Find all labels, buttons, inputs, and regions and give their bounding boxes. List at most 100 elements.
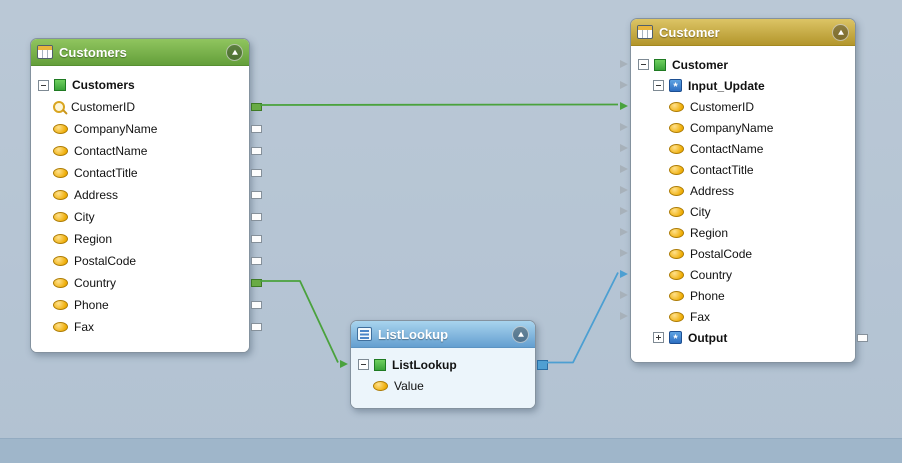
tree-item[interactable]: City (31, 206, 262, 228)
tree-item[interactable]: Customers (31, 74, 249, 96)
tree-item[interactable]: Region (620, 222, 855, 243)
tree-item[interactable]: CustomerID (31, 96, 262, 118)
field-icon (53, 256, 68, 266)
tree-item-label: Fax (690, 309, 711, 324)
tree-item-label: ContactName (74, 144, 148, 158)
tree-item[interactable]: ContactTitle (31, 162, 262, 184)
table-icon (637, 25, 653, 39)
tree-item[interactable]: Phone (620, 285, 855, 306)
element-icon (54, 79, 66, 91)
wire-country-to-listlookup[interactable] (260, 280, 339, 363)
function-icon: * (669, 331, 682, 344)
tree-item-label: Country (74, 276, 117, 290)
tree-item-label: ContactTitle (690, 162, 754, 177)
element-icon (654, 58, 666, 71)
element-icon (374, 358, 386, 371)
tree-item-label: CompanyName (690, 120, 774, 135)
tree-item[interactable]: ContactName (620, 138, 855, 159)
function-icon: * (669, 79, 682, 92)
tree-item[interactable]: CompanyName (31, 118, 262, 140)
tree-item[interactable]: PostalCode (620, 243, 855, 264)
tree-item[interactable]: CompanyName (620, 117, 855, 138)
tree-item-label: ContactName (690, 141, 764, 156)
wire-listlookup-to-country[interactable] (547, 272, 619, 364)
field-icon (53, 278, 68, 288)
table-icon (37, 45, 53, 59)
component-customers-body: Customers CustomerID CompanyName Contact… (31, 66, 262, 352)
primary-key-icon (53, 101, 65, 113)
tree-item-label: Value (394, 378, 424, 393)
component-customer[interactable]: Customer Customer * Input_Update Custome… (620, 18, 868, 363)
tree-item-label: Output (688, 330, 728, 345)
tree-item-label: CustomerID (690, 99, 755, 114)
canvas-footer-band (0, 438, 902, 463)
tree-item-label: Region (74, 232, 113, 246)
tree-item-label: Input_Update (688, 78, 765, 93)
field-icon (669, 248, 684, 259)
tree-item[interactable]: Phone (31, 294, 262, 316)
tree-item[interactable]: Customer (620, 54, 855, 75)
collapse-component-button[interactable] (226, 43, 243, 61)
component-listlookup[interactable]: ListLookup ListLookup Value (340, 320, 548, 409)
expand-toggle-icon[interactable] (653, 332, 664, 343)
tree-item[interactable]: Fax (31, 316, 262, 338)
tree-item-label: CompanyName (74, 122, 158, 136)
field-icon (669, 206, 684, 217)
tree-item-label: Address (74, 188, 119, 202)
tree-item[interactable]: ListLookup (340, 354, 548, 375)
field-icon (669, 290, 684, 301)
tree-item-label: Phone (74, 298, 109, 312)
collapse-toggle-icon[interactable] (638, 59, 649, 70)
component-customers-header[interactable]: Customers (31, 39, 249, 66)
component-customer-body: Customer * Input_Update CustomerID Compa… (620, 46, 868, 362)
tree-item[interactable]: Country (31, 272, 262, 294)
collapse-toggle-icon[interactable] (358, 359, 369, 370)
field-icon (53, 234, 68, 244)
component-customer-header[interactable]: Customer (631, 19, 855, 46)
tree-item[interactable]: Region (31, 228, 262, 250)
field-icon (53, 212, 68, 222)
tree-item[interactable]: ContactName (31, 140, 262, 162)
component-listlookup-body: ListLookup Value (340, 348, 548, 408)
field-icon (669, 269, 684, 280)
component-listlookup-header[interactable]: ListLookup (351, 321, 535, 348)
tree-item-label: CustomerID (71, 100, 136, 114)
collapse-toggle-icon[interactable] (653, 80, 664, 91)
tree-item-label: Customer (672, 57, 729, 72)
tree-item-label: ListLookup (392, 357, 457, 372)
tree-item[interactable]: City (620, 201, 855, 222)
field-icon (669, 227, 684, 238)
field-icon (669, 164, 684, 175)
tree-item-label: ContactTitle (74, 166, 138, 180)
tree-item[interactable]: * Input_Update (620, 75, 855, 96)
tree-item[interactable]: PostalCode (31, 250, 262, 272)
tree-item[interactable]: Country (620, 264, 855, 285)
component-title: Customer (659, 24, 720, 40)
field-icon (669, 101, 684, 112)
collapse-toggle-icon[interactable] (38, 79, 49, 91)
tree-item-label: Phone (690, 288, 725, 303)
collapse-component-button[interactable] (832, 23, 849, 41)
component-customers[interactable]: Customers Customers CustomerID CompanyNa… (30, 38, 262, 353)
tree-item[interactable]: Value (351, 375, 535, 396)
field-icon (53, 300, 68, 310)
tree-item-label: Address (690, 183, 735, 198)
tree-item[interactable]: Address (31, 184, 262, 206)
tree-item-label: Country (690, 267, 733, 282)
field-icon (373, 380, 388, 391)
collapse-component-button[interactable] (512, 325, 529, 343)
field-icon (53, 190, 68, 200)
field-icon (53, 146, 68, 156)
tree-item[interactable]: CustomerID (620, 96, 855, 117)
tree-item[interactable]: * Output (631, 327, 868, 348)
tree-item[interactable]: ContactTitle (620, 159, 855, 180)
tree-item[interactable]: Address (620, 180, 855, 201)
field-icon (53, 168, 68, 178)
component-title: ListLookup (378, 326, 449, 342)
field-icon (669, 122, 684, 133)
tree-item-label: Fax (74, 320, 95, 334)
tree-item[interactable]: Fax (620, 306, 855, 327)
wire-customerid-to-customerid[interactable] (259, 103, 619, 106)
field-icon (669, 143, 684, 154)
